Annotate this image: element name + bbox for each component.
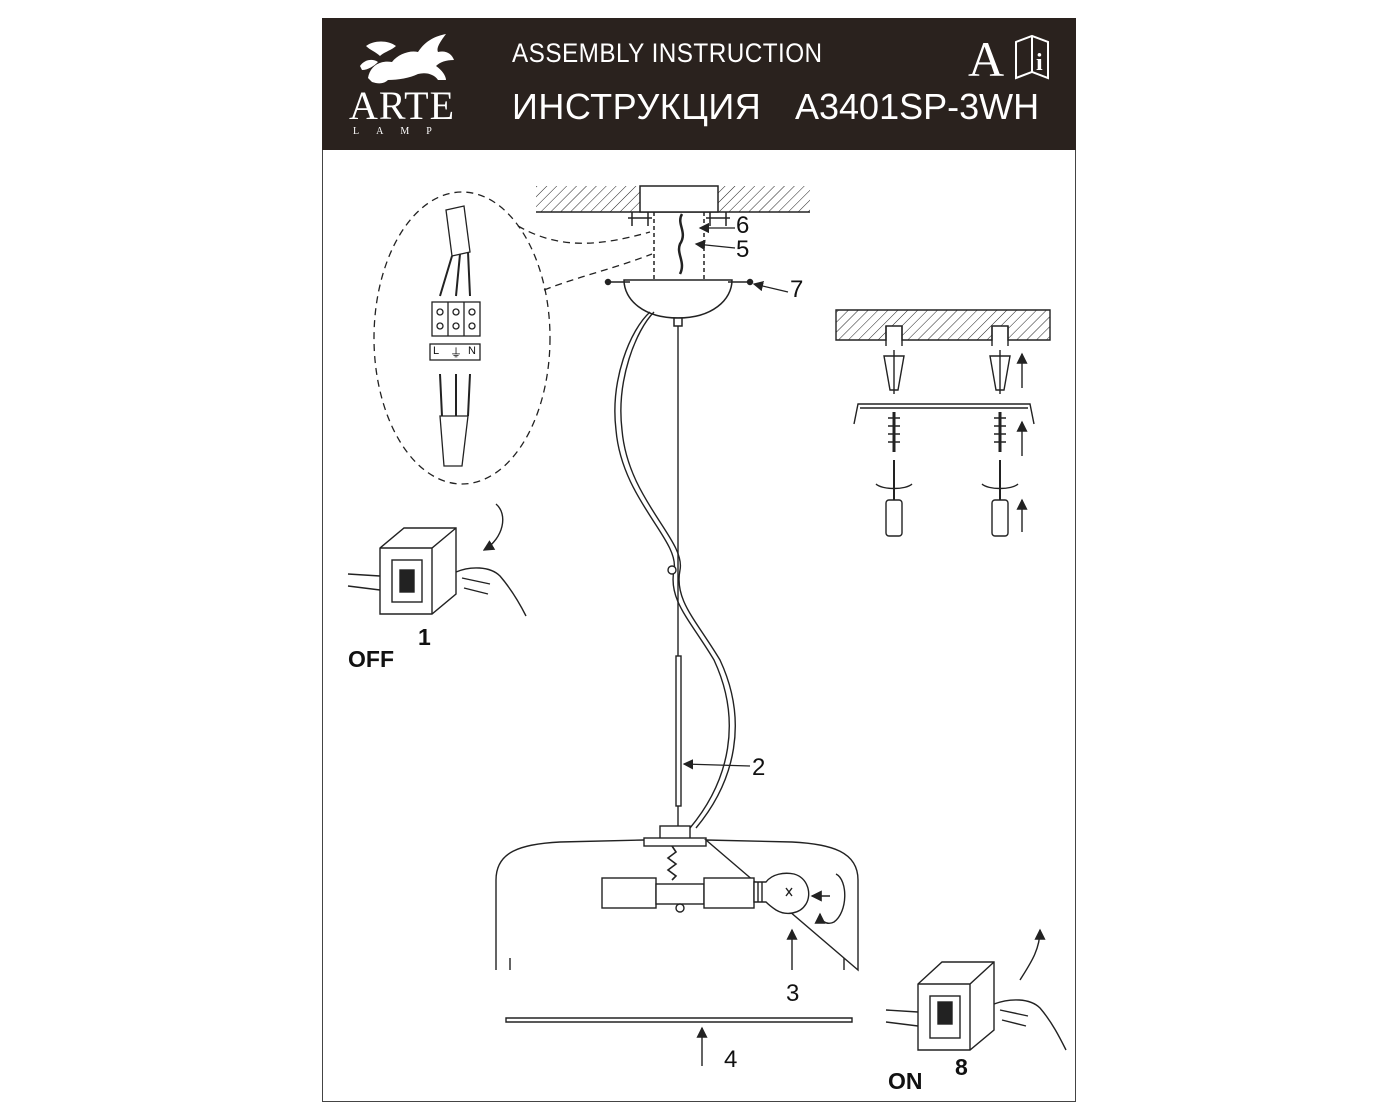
off-label: OFF [348, 646, 394, 672]
callout-4: 4 [724, 1046, 738, 1073]
brand-logo-text: ARTE [349, 83, 456, 128]
switch-off-illustration [347, 503, 527, 617]
brand-logo-subtext: LAMP [353, 126, 449, 137]
mounting-bracket-detail [835, 309, 1051, 537]
terminal-earth-label: ⏚ [450, 346, 463, 360]
title-english: ASSEMBLY INSTRUCTION [512, 38, 823, 68]
callout-6: 6 [736, 212, 750, 239]
callout-7: 7 [790, 276, 804, 303]
step-1-number: 1 [418, 624, 431, 650]
model-number: A3401SP-3WH [795, 86, 1040, 127]
title-russian: ИНСТРУКЦИЯ [512, 86, 762, 127]
class-letter: A [968, 31, 1005, 87]
wiring-detail [373, 191, 653, 485]
callout-3: 3 [786, 980, 800, 1007]
terminal-L-label: L [433, 345, 440, 357]
terminal-N-label: N [468, 345, 476, 357]
callout-2: 2 [752, 754, 766, 781]
callout-5: 5 [736, 236, 750, 263]
step-8-number: 8 [955, 1054, 968, 1080]
ceiling-mount [536, 185, 810, 327]
diffuser-plate [505, 1017, 853, 1066]
suspension-cable [614, 311, 736, 829]
switch-on-illustration [885, 928, 1067, 1051]
lamp-shade [495, 825, 859, 972]
on-label: ON [888, 1068, 923, 1094]
